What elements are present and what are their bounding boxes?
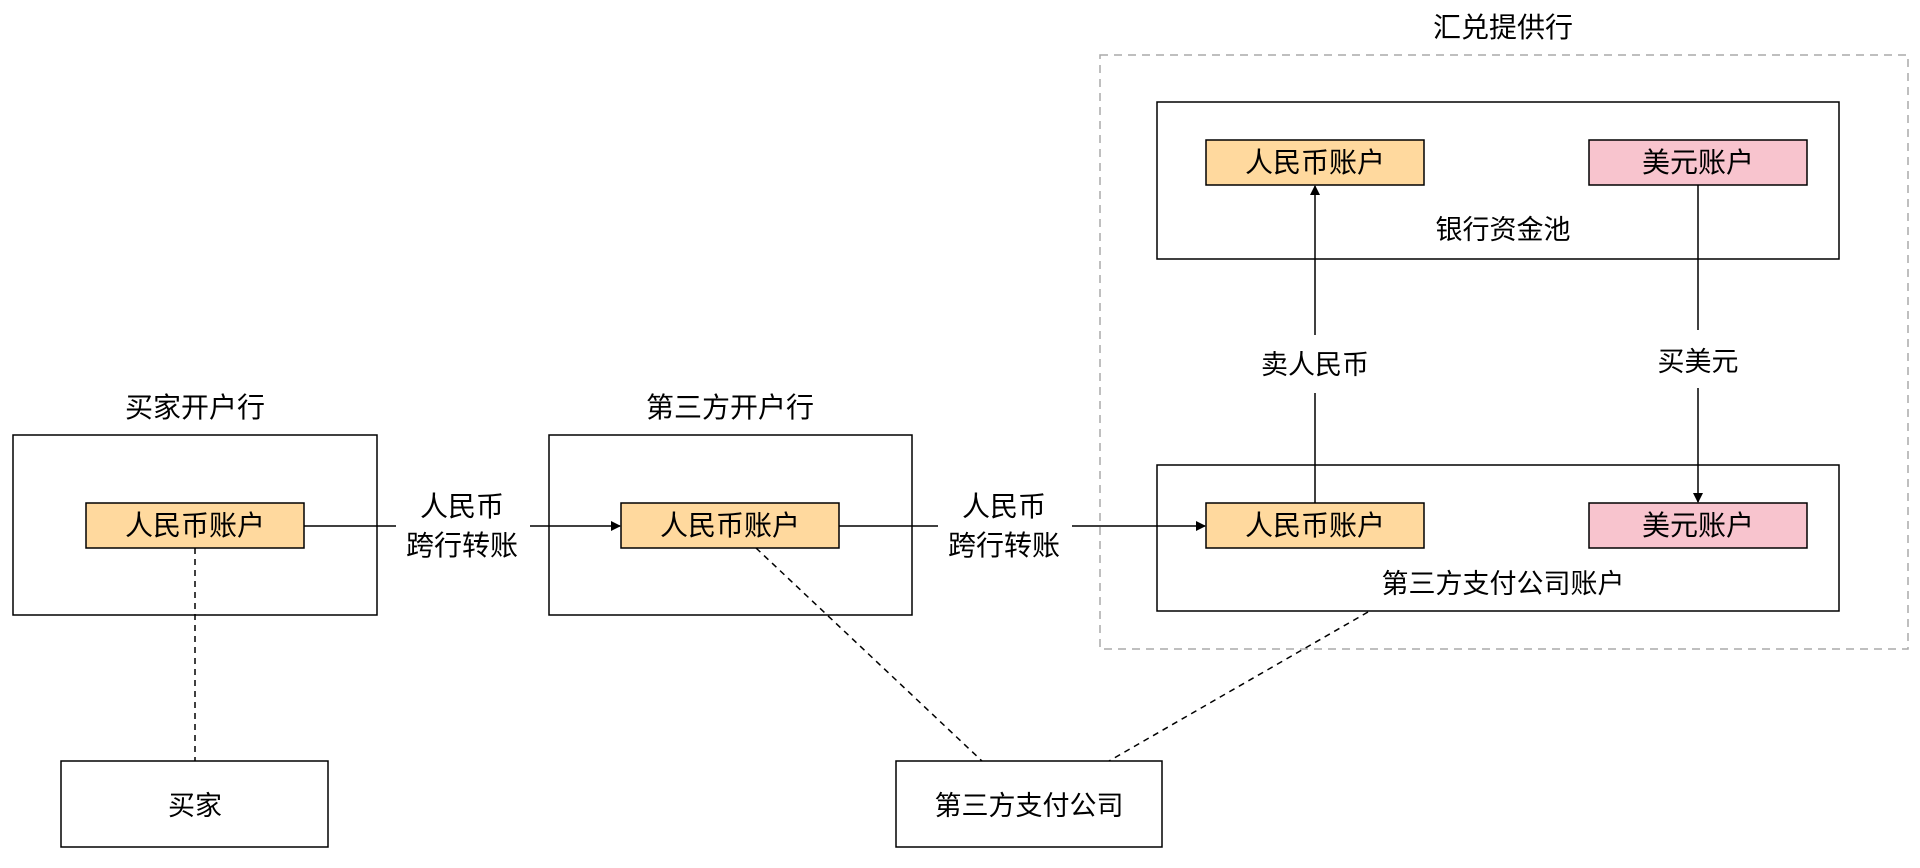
tpaccount-association-dashed	[1108, 611, 1369, 762]
transfer2-label-line1: 人民币	[962, 490, 1046, 523]
fx-provider-title: 汇兑提供行	[1433, 11, 1573, 44]
third-party-company-label: 第三方支付公司	[935, 791, 1124, 822]
tp-usd-account[interactable]	[1588, 502, 1808, 549]
buyer-box[interactable]	[60, 760, 329, 848]
buyer-rmb-account[interactable]	[85, 502, 305, 549]
buyer-rmb-account-label: 人民币账户	[125, 509, 265, 542]
pool-usd-account-label: 美元账户	[1642, 146, 1754, 179]
third-party-company-box[interactable]	[895, 760, 1163, 848]
tp-rmb-account-label: 人民币账户	[1245, 509, 1385, 542]
tpbank-rmb-account-label: 人民币账户	[660, 509, 800, 542]
tpbank-rmb-account[interactable]	[620, 502, 840, 549]
third-party-account-label: 第三方支付公司账户	[1382, 569, 1625, 600]
buyer-label: 买家	[168, 791, 222, 822]
pool-rmb-account[interactable]	[1205, 139, 1425, 186]
tpbank-association-dashed	[755, 547, 983, 762]
transfer2-label-line2: 跨行转账	[948, 529, 1060, 562]
pool-rmb-account-label: 人民币账户	[1245, 146, 1385, 179]
third-party-bank-title: 第三方开户行	[646, 391, 814, 424]
transfer1-label-line1: 人民币	[420, 490, 504, 523]
transfer1-label-line2: 跨行转账	[406, 529, 518, 562]
sell-rmb-label: 卖人民币	[1261, 350, 1369, 381]
tp-usd-account-label: 美元账户	[1642, 509, 1754, 542]
buyer-bank-title: 买家开户行	[125, 391, 265, 424]
fx-provider-group	[1099, 54, 1909, 650]
bank-pool-label: 银行资金池	[1436, 215, 1571, 246]
buy-usd-label: 买美元	[1658, 347, 1739, 378]
